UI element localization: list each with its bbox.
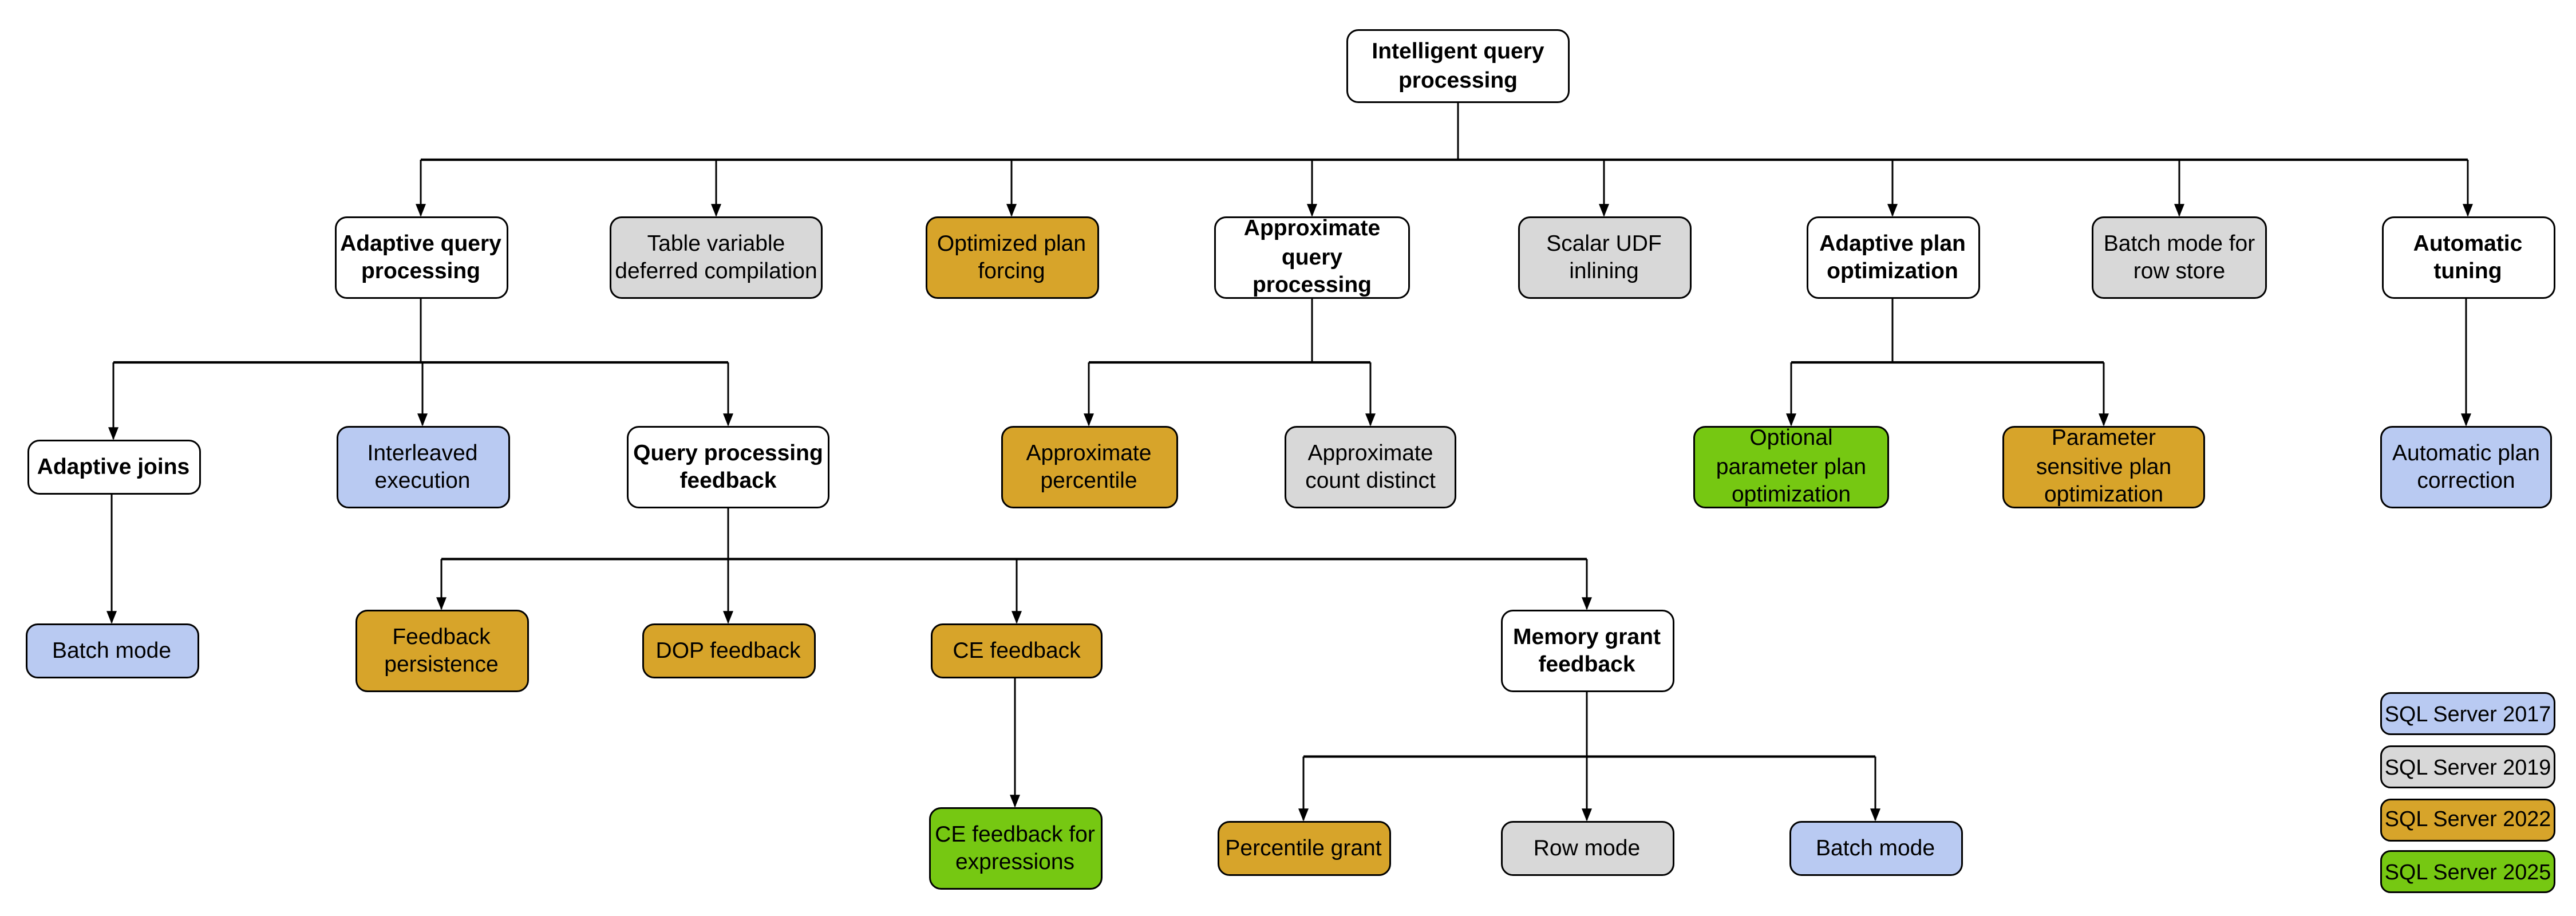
node-tvdc: Table variable deferred compilation xyxy=(610,216,823,299)
node-sui: Scalar UDF inlining xyxy=(1517,216,1691,299)
node-dop: DOP feedback xyxy=(641,623,815,678)
node-acd: Approximate count distinct xyxy=(1285,426,1456,508)
node-ap: Approximate percentile xyxy=(1000,426,1178,508)
node-aqp: Adaptive query processing xyxy=(334,216,508,299)
node-cefx: CE feedback for expressions xyxy=(928,807,1102,890)
node-pg: Percentile grant xyxy=(1216,821,1390,876)
node-ie: Interleaved execution xyxy=(335,426,509,508)
node-qpf: Query processing feedback xyxy=(627,426,829,508)
node-bm2: Batch mode xyxy=(1788,821,1962,876)
node-ce: CE feedback xyxy=(931,623,1103,678)
node-opf: Optimized plan forcing xyxy=(924,216,1099,299)
node-mgf: Memory grant feedback xyxy=(1500,610,1674,692)
node-rm: Row mode xyxy=(1500,821,1674,876)
node-at: Automatic tuning xyxy=(2381,216,2555,299)
legend-item-2019: SQL Server 2019 xyxy=(2380,745,2555,788)
legend-item-2022: SQL Server 2022 xyxy=(2380,797,2555,841)
node-bmrs: Batch mode for row store xyxy=(2092,216,2267,299)
legend-item-2025: SQL Server 2025 xyxy=(2380,850,2555,893)
node-oppo: Optional parameter plan optimization xyxy=(1693,425,1889,508)
legend-item-2017: SQL Server 2017 xyxy=(2380,692,2555,735)
node-aqproc: Approximate query processing xyxy=(1214,215,1410,299)
node-aj: Adaptive joins xyxy=(26,440,200,495)
node-apc: Automatic plan correction xyxy=(2380,426,2552,508)
node-bm1: Batch mode xyxy=(25,623,199,678)
node-apo: Adaptive plan optimization xyxy=(1805,216,1980,299)
node-fp: Feedback persistence xyxy=(354,610,528,692)
node-pspo: Parameter sensitive plan optimization xyxy=(2002,425,2205,508)
node-root: Intelligent query processing xyxy=(1346,29,1570,103)
